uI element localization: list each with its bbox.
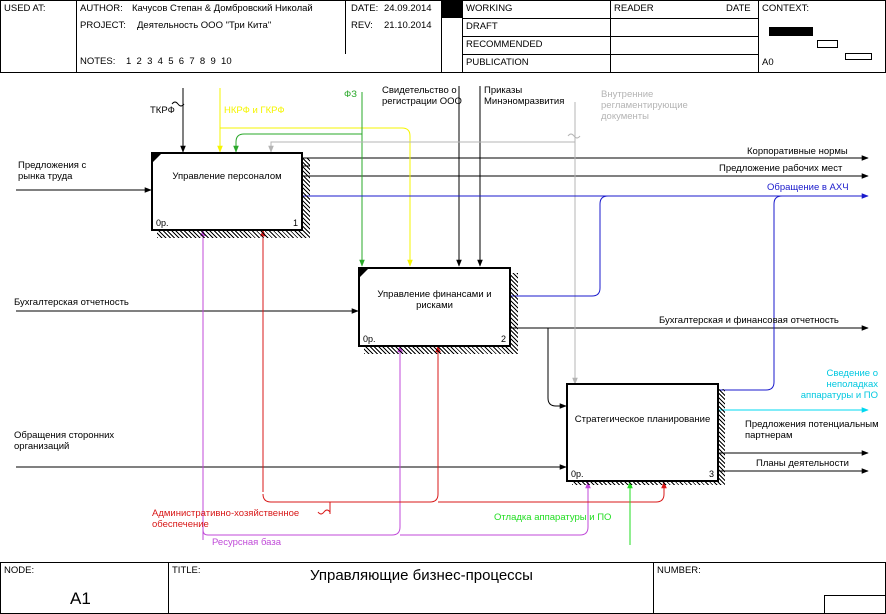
label-partner-offers: Предложения потенциальным партнерам (745, 419, 879, 441)
project-value: Деятельность ООО "Три Кита" (137, 20, 272, 31)
working-status-marker (442, 1, 462, 18)
label-resource-base: Ресурсная база (212, 537, 281, 548)
label-labor-market: Предложения с рынка труда (18, 160, 87, 182)
diagram-title: Управляющие бизнес-процессы (310, 567, 533, 584)
box-corner-mark (360, 269, 368, 277)
activity-box-2[interactable]: Управление финансами и рисками 0р. 2 (358, 267, 511, 347)
status-publication: PUBLICATION (466, 57, 529, 68)
black-arrows (16, 86, 869, 474)
box-3-cost: 0р. (571, 469, 584, 479)
box-2-cost: 0р. (363, 334, 376, 344)
label-job-offers: Предложение рабочих мест (719, 163, 843, 174)
gray-arrows (268, 102, 578, 385)
date-value: 24.09.2014 (384, 3, 432, 14)
rev-label: REV: (351, 20, 373, 31)
project-label: PROJECT: (80, 20, 126, 31)
green-arrows (233, 92, 365, 267)
label-plans: Планы деятельности (756, 458, 849, 469)
label-admin-support: Административно-хозяйственное обеспечени… (152, 508, 300, 530)
context-thumbnail (769, 27, 872, 60)
label-corp-norms: Корпоративные нормы (747, 146, 848, 157)
context-node: A0 (762, 57, 774, 68)
label-orders: Приказы Минэномразвития (484, 85, 565, 107)
rev-value: 21.10.2014 (384, 20, 432, 31)
label-fz: ФЗ (344, 89, 357, 100)
box-3-number: 3 (708, 469, 714, 479)
node-value: A1 (70, 589, 91, 608)
context-label: CONTEXT: (762, 3, 809, 14)
label-certificate: Свидетельство о регистрации ООО (382, 85, 462, 107)
red-arrows (260, 229, 667, 514)
date-label: DATE: (351, 3, 379, 14)
number-label: NUMBER: (657, 565, 701, 576)
label-faults: Сведение о неполадках аппаратуры и ПО (800, 368, 878, 401)
box-1-title: Управление персоналом (172, 171, 282, 182)
label-hw-debug: Отладка аппаратуры и ПО (494, 512, 612, 523)
box-3-title: Стратегическое планирование (574, 414, 711, 425)
notes-label: NOTES: (80, 56, 116, 67)
author-label: AUTHOR: (80, 3, 123, 14)
title-label: TITLE: (172, 565, 201, 576)
box-2-number: 2 (500, 334, 506, 344)
reader-label: READER (614, 3, 654, 14)
box-1-cost: 0р. (156, 218, 169, 228)
label-squiggles (171, 101, 581, 515)
label-tkrf: ТКРФ (150, 105, 175, 116)
author-value: Качусов Степан & Домбровский Николай (132, 3, 313, 14)
activity-box-3[interactable]: Стратегическое планирование 0р. 3 (566, 383, 719, 482)
label-internal-docs: Внутренние регламентирующие документы (601, 89, 688, 122)
box-1-number: 1 (292, 218, 298, 228)
node-label: NODE: (4, 565, 35, 576)
label-ahch-request: Обращение в АХЧ (767, 182, 849, 193)
status-recommended: RECOMMENDED (466, 39, 543, 50)
magenta-arrows (200, 229, 591, 540)
label-accounting: Бухгалтерская отчетность (14, 297, 129, 308)
box-corner-mark (153, 154, 161, 162)
status-draft: DRAFT (466, 21, 498, 32)
blue-arrows (302, 193, 869, 391)
label-nkrf: НКРФ и ГКРФ (224, 105, 285, 116)
box-2-title: Управление финансами и рисками (377, 289, 492, 311)
yellow-arrows (217, 88, 413, 267)
label-fin-reports: Бухгалтерская и финансовая отчетность (659, 315, 839, 326)
activity-box-1[interactable]: Управление персоналом 0р. 1 (151, 152, 303, 231)
label-requests: Обращения сторонних организаций (14, 430, 115, 452)
notes-value: 1 2 3 4 5 6 7 8 9 10 (126, 56, 232, 67)
date2-label: DATE (726, 3, 751, 14)
used-at-label: USED AT: (4, 3, 46, 14)
status-working: WORKING (466, 3, 513, 14)
